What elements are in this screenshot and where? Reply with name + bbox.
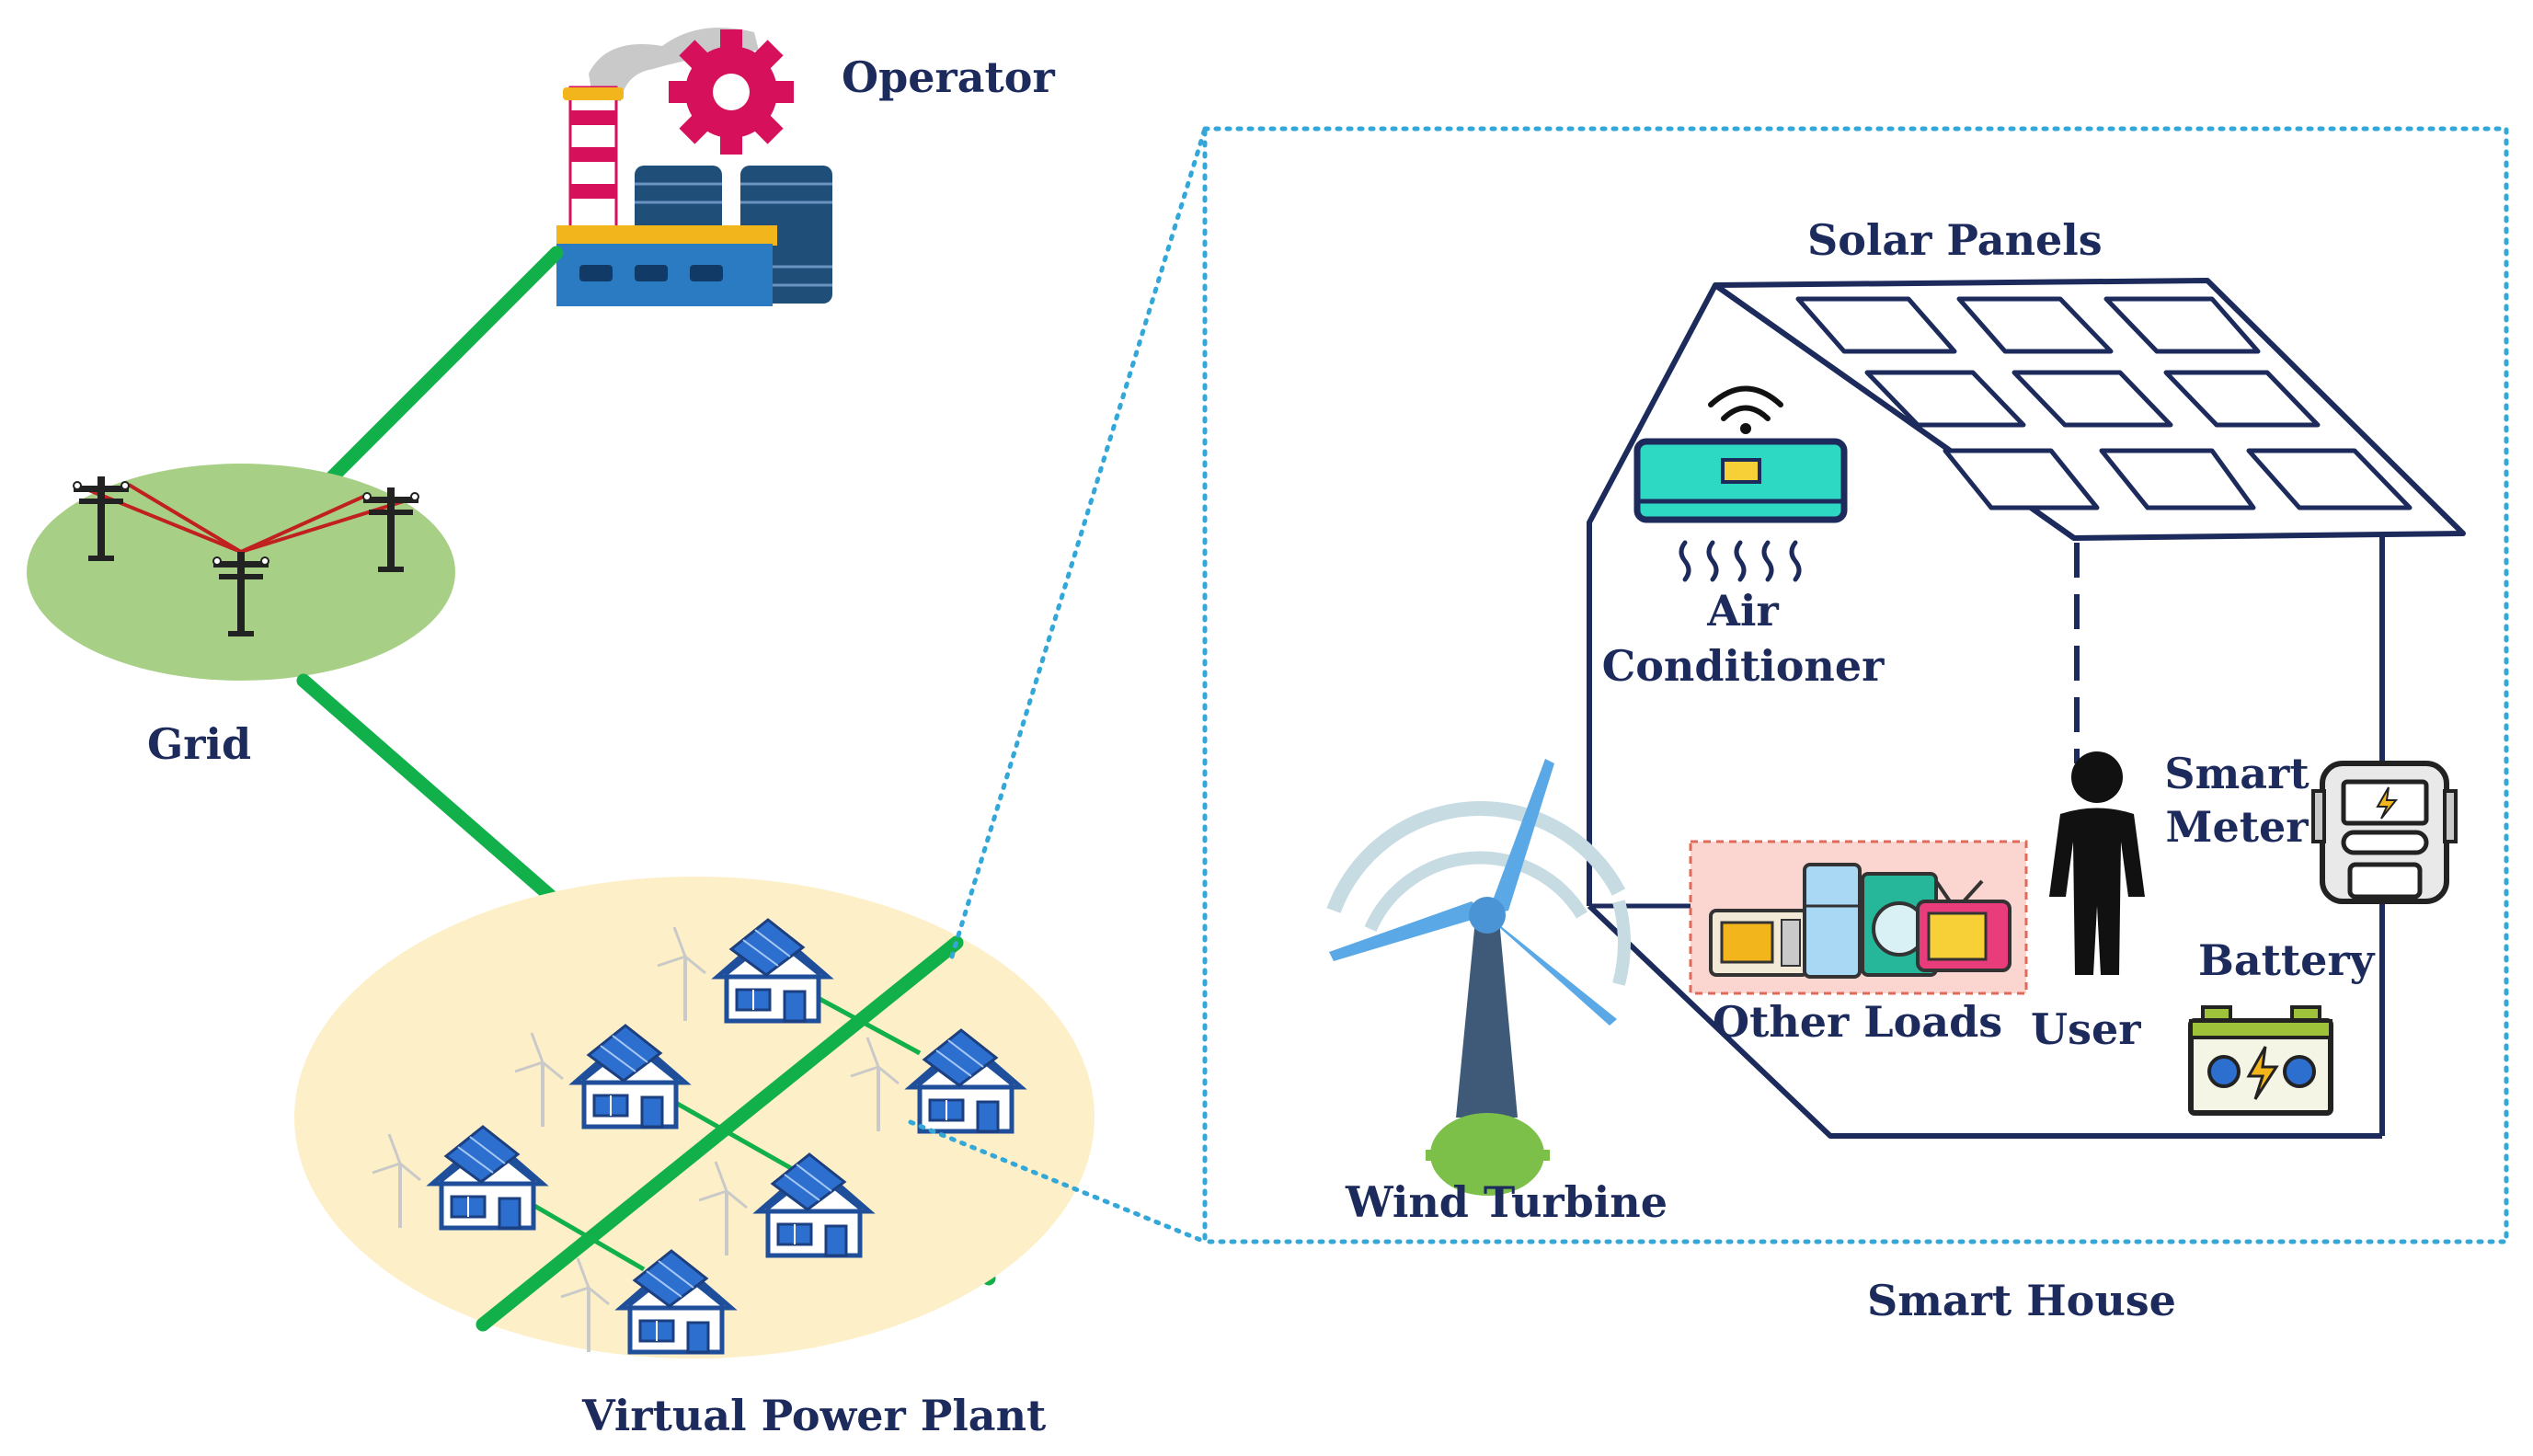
- smart-meter-icon: [2311, 761, 2458, 904]
- zoom-line-top: [949, 126, 1208, 959]
- smart-house-frame: [1202, 126, 2509, 1244]
- wind-turbine-icon: [1326, 759, 1631, 1196]
- grid-label: Grid: [147, 719, 251, 769]
- air-conditioner-icon: [1633, 438, 1848, 582]
- solar-panels: [1795, 296, 2413, 510]
- operator-label: Operator: [842, 52, 1055, 102]
- wifi-icon: [1708, 385, 1783, 434]
- factory-icon: [556, 28, 832, 306]
- smart-house-label: Smart House: [1867, 1276, 2176, 1325]
- battery-icon: [2188, 1005, 2333, 1116]
- smart-house-outline: [1587, 278, 2466, 1139]
- other-loads-label: Other Loads: [1713, 997, 2002, 1047]
- power-pole-icon: [73, 476, 419, 637]
- wind-turbine-label: Wind Turbine: [1345, 1177, 1668, 1227]
- battery-label: Battery: [2198, 935, 2376, 985]
- vpp-label: Virtual Power Plant: [581, 1391, 1047, 1440]
- zoom-line-bottom: [908, 1119, 1208, 1244]
- solar-panels-label: Solar Panels: [1807, 215, 2103, 265]
- vpp-distribution-line: [476, 935, 964, 1332]
- air-conditioner-label-2: Conditioner: [1602, 641, 1885, 691]
- smart-meter-label-2: Meter: [2166, 802, 2310, 852]
- smart-meter-label-1: Smart: [2164, 749, 2310, 798]
- gear-icon: [669, 29, 794, 155]
- user-label: User: [2031, 1004, 2141, 1054]
- appliances-icon: [1709, 863, 2012, 979]
- operator-grid-line: [324, 246, 564, 486]
- user-icon: [2049, 751, 2145, 975]
- air-conditioner-label-1: Air: [1706, 586, 1779, 636]
